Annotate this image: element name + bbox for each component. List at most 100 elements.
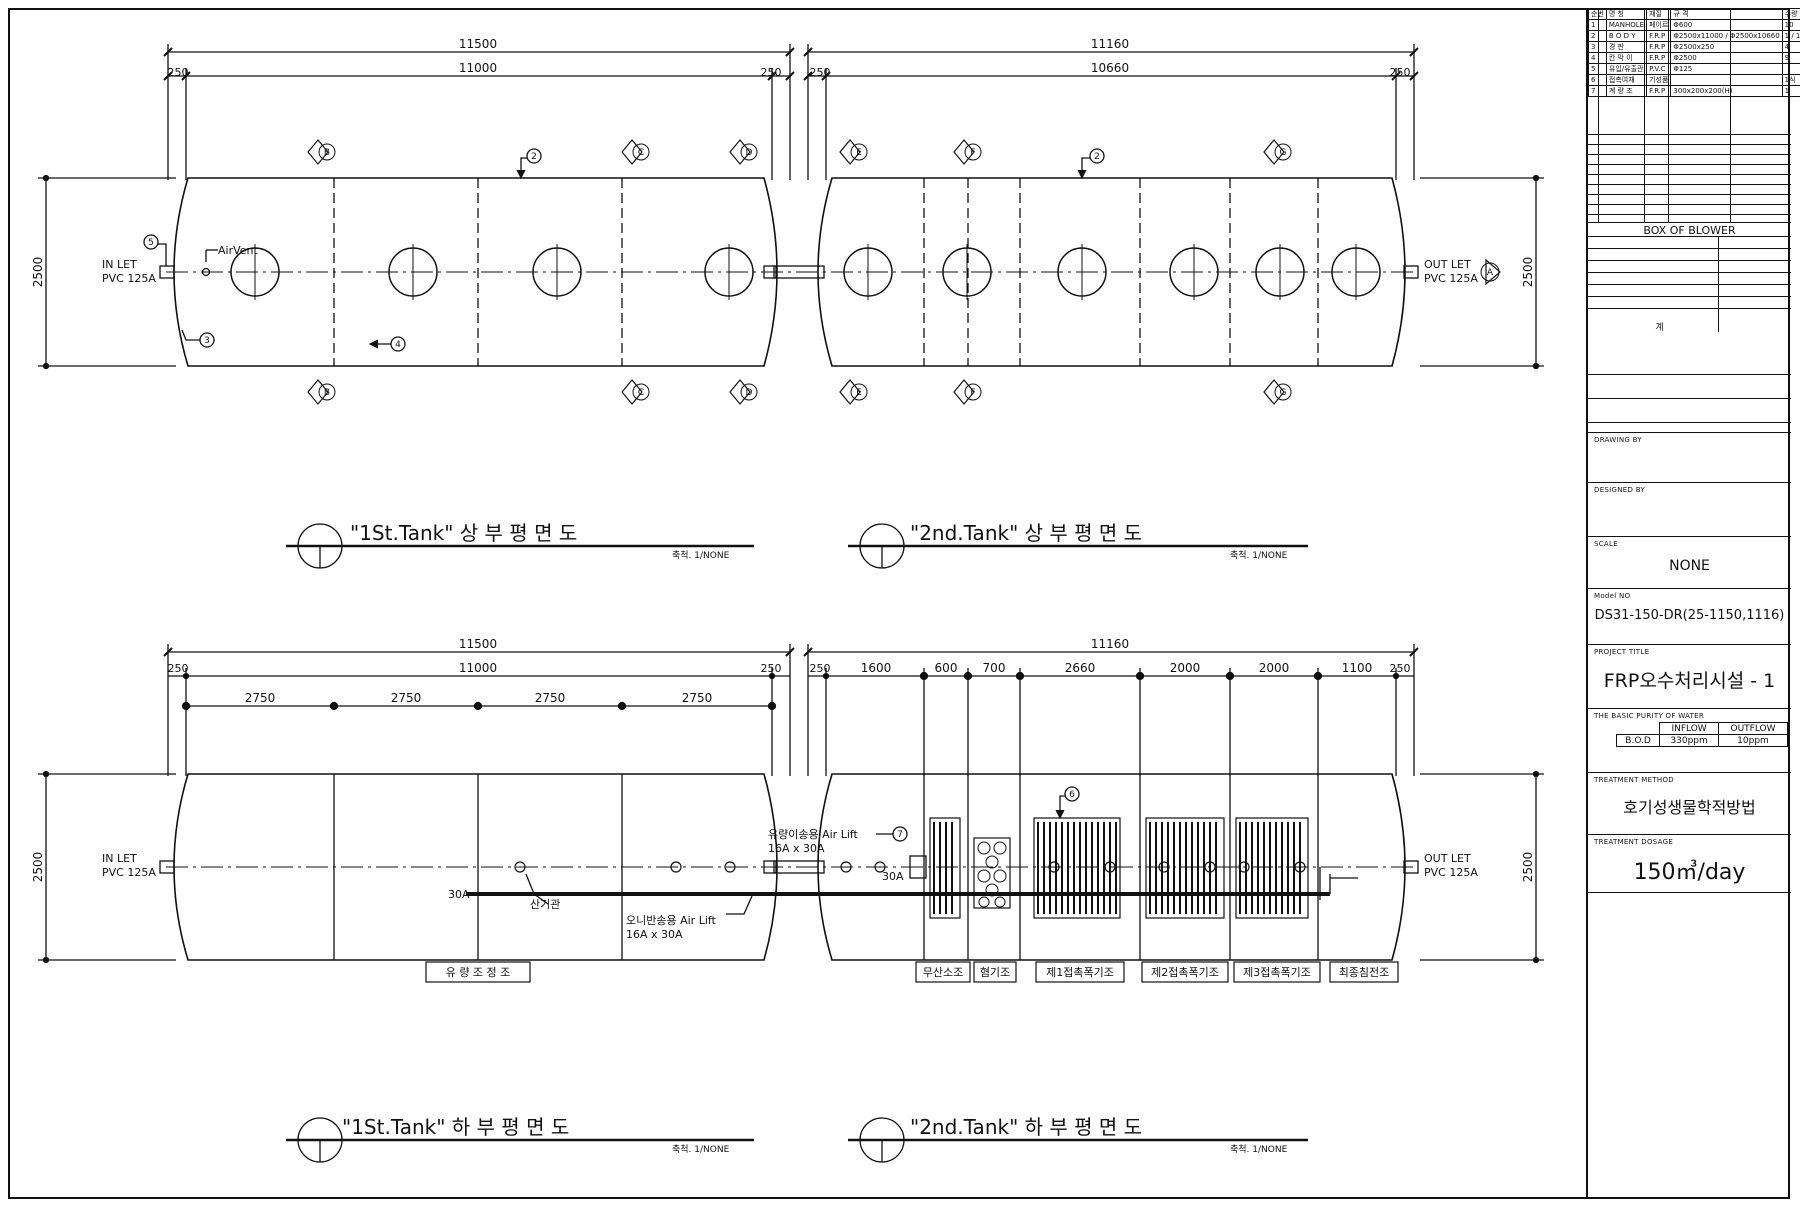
part-tag-7: 7 [897,830,903,840]
cell: MANHOLE [1605,19,1648,31]
blower-row-line [1588,260,1791,261]
dim-segment: 700 [983,661,1006,675]
parts-header-cell: 명 칭 [1605,8,1648,20]
blower-row-line [1588,248,1791,249]
dim-tank2-overall: 11160 [1091,37,1129,51]
divider [1588,708,1791,709]
divider [1588,772,1791,773]
divider [1588,432,1791,433]
section-c-bottom: C [638,388,644,398]
dim-segment: 2750 [682,691,713,705]
cell: Φ125 [1670,63,1783,75]
project-title-label: PROJECT TITLE [1594,648,1650,656]
inlet-label: IN LET [102,258,137,271]
transfer-airlift-label: 유량이송용 Air Lift [768,828,859,841]
blower-column-line [1718,236,1719,332]
section-e-top: E [856,148,862,158]
zone-anoxic: 무산소조 [923,966,963,979]
section-markers: B C D E F G B C D E F G A [324,148,1494,398]
dim-head: 250 [1390,662,1411,675]
dim-head: 250 [168,662,189,675]
outlet-label: OUT LET [1424,852,1471,865]
cell: 10ppm [1718,734,1788,747]
zone-final-settling: 최종침전조 [1339,966,1390,979]
dim-segment: 1600 [861,661,892,675]
divider [1588,536,1791,537]
blower-row-line [1588,236,1791,237]
zone-labels: 유 량 조 정 조 무산소조 혐기조 제1접촉폭기조 제2접촉폭기조 제3접촉폭… [446,966,1390,979]
dim-head: 250 [761,662,782,675]
view-title-bottom-tank1: "1St.Tank" 하 부 평 면 도 [342,1115,569,1139]
sheet-border [8,8,1790,1199]
cell: 1식 [1781,74,1800,86]
view-titles: "1St.Tank" 상 부 평 면 도 "2nd.Tank" 상 부 평 면 … [342,521,1142,1139]
cell: 300x200x200(H) [1670,85,1783,97]
scale-value: NONE [1669,558,1710,574]
pipe-size-label: 30A [882,870,904,883]
dim-tank1-overall: 11500 [459,637,497,651]
cell: 칸 막 이 [1605,52,1648,64]
cell: Φ2500x11000 / Φ2500x10660 [1670,30,1783,42]
part-tags: 2 2 3 4 5 6 7 [148,152,1100,840]
empty-row-line [1588,214,1791,215]
dim-segment: 600 [935,661,958,675]
sludge-airlift-label: 오니반송용 Air Lift [626,914,717,927]
cell: B.O.D [1615,734,1661,747]
cell: Φ600 [1670,19,1783,31]
cell: 9 [1781,52,1800,64]
empty-row-line [1588,184,1791,185]
view-title-bottom-tank2: "2nd.Tank" 하 부 평 면 도 [910,1115,1142,1139]
blower-row-line [1588,272,1791,273]
dim-segment: 2000 [1259,661,1290,675]
cell [1616,722,1661,735]
cell [1670,74,1783,86]
cell: F.R.P [1646,30,1672,42]
view-title-top-tank1: "1St.Tank" 상 부 평 면 도 [350,521,577,545]
inlet-size: PVC 125A [102,272,156,285]
dim-segment: 2750 [391,691,422,705]
section-e-bottom: E [856,388,862,398]
section-a: A [1487,268,1494,278]
table-column-line [1644,8,1645,222]
dim-segment: 2660 [1065,661,1096,675]
section-b-top: B [324,148,330,158]
cell: B O D Y [1605,30,1648,42]
section-d-top: D [746,148,753,158]
dim-head: 250 [761,66,782,79]
empty-row-line [1588,194,1791,195]
scale-note: 축척. 1/NONE [1230,1144,1288,1155]
bottom-annotations: IN LET PVC 125A OUT LET PVC 125A 30A 30A… [102,828,1478,941]
divider [1588,588,1791,589]
empty-row-line [1588,174,1791,175]
empty-row-line [1588,154,1791,155]
parts-header-cell: 규 격 [1670,8,1783,20]
dim-segment: 2750 [245,691,276,705]
parts-header-row: 순번 명 칭 재질 규 격 수량 [1588,8,1800,20]
dim-height: 2500 [31,257,45,288]
dim-tank1-body: 11000 [459,61,497,75]
dim-segment: 2000 [1170,661,1201,675]
blower-row-line [1588,284,1791,285]
dim-head: 250 [810,66,831,79]
cell: 10 [1781,19,1800,31]
zone-contact-aeration-1: 제1접촉폭기조 [1046,966,1114,979]
dim-height: 2500 [31,852,45,883]
divider [1588,892,1791,893]
section-g-bottom: G [1280,388,1287,398]
cell: Φ2500x250 [1670,41,1783,53]
section-d-bottom: D [746,388,753,398]
dim-tank2-body: 10660 [1091,61,1129,75]
project-title-value: FRP오수처리시설 - 1 [1603,670,1776,692]
blower-box-total: 계 [1655,323,1664,333]
dim-height: 2500 [1521,257,1535,288]
scale-notes: 축척. 1/NONE 축척. 1/NONE 축척. 1/NONE 축척. 1/N… [672,550,1288,1155]
model-label: Model NO [1594,592,1631,600]
